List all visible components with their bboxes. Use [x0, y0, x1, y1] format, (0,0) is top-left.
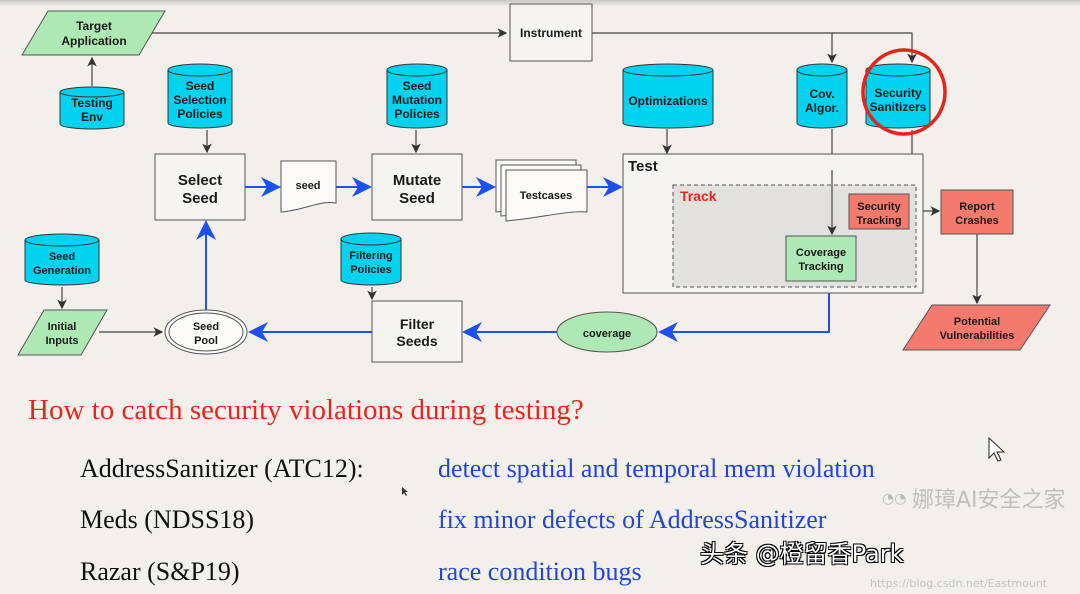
wechat-icon: ◔◔: [882, 491, 907, 507]
mouse-cursor-icon: [988, 436, 1006, 462]
svg-text:Sanitizers: Sanitizers: [870, 100, 927, 114]
highlight-circle: [861, 48, 947, 136]
tool-name: Razar (S&P19): [80, 557, 240, 586]
filtering-policies-cylinder: Filtering Policies: [340, 232, 402, 286]
svg-text:Security: Security: [874, 86, 922, 100]
svg-text:Test: Test: [628, 158, 658, 175]
svg-text:Policies: Policies: [394, 107, 440, 121]
seed-generation-cylinder: Seed Generation: [24, 233, 100, 286]
security-tracking-node: Security Tracking: [848, 193, 910, 230]
svg-text:Seeds: Seeds: [396, 333, 437, 349]
testing-env-cylinder: Testing Env: [59, 86, 125, 130]
svg-text:Seed: Seed: [403, 79, 432, 93]
svg-text:Initial: Initial: [48, 321, 77, 333]
svg-text:Select: Select: [178, 172, 222, 189]
svg-text:Algor.: Algor.: [805, 101, 839, 115]
tool-description: detect spatial and temporal mem violatio…: [438, 454, 875, 483]
coverage-node: coverage: [556, 311, 658, 353]
svg-text:Selection: Selection: [173, 93, 226, 107]
filter-seeds-node: Filter Seeds: [371, 300, 463, 363]
security-sanitizers-cylinder: Security Sanitizers: [865, 63, 931, 129]
black-connectors: [57, 28, 982, 337]
instrument-node: Instrument: [509, 3, 593, 62]
svg-text:Application: Application: [61, 34, 126, 48]
seed-mutation-policies-cylinder: Seed Mutation Policies: [386, 63, 448, 129]
potential-vulnerabilities-node: Potential Vulnerabilities: [902, 304, 1051, 351]
svg-text:Filtering: Filtering: [349, 250, 392, 262]
svg-text:Mutation: Mutation: [392, 93, 442, 107]
optimizations-cylinder: Optimizations: [622, 63, 714, 129]
svg-text:Inputs: Inputs: [46, 335, 79, 347]
svg-text:Pool: Pool: [194, 335, 218, 347]
svg-text:Cov.: Cov.: [809, 87, 834, 101]
url-watermark: https://blog.csdn.net/Eastmount: [870, 577, 1048, 590]
svg-text:Seed: Seed: [182, 190, 218, 207]
svg-text:Vulnerabilities: Vulnerabilities: [940, 330, 1015, 342]
seed-document-node: seed: [280, 160, 337, 213]
svg-text:Tracking: Tracking: [798, 261, 843, 273]
svg-text:Mutate: Mutate: [393, 172, 441, 189]
svg-text:Report: Report: [959, 201, 995, 213]
svg-text:Seed: Seed: [49, 251, 75, 263]
svg-text:Generation: Generation: [33, 265, 91, 277]
svg-text:Seed: Seed: [193, 321, 219, 333]
svg-text:Track: Track: [680, 188, 717, 204]
coverage-tracking-node: Coverage Tracking: [785, 235, 857, 282]
cov-algor-cylinder: Cov. Algor.: [796, 63, 848, 129]
small-cursor-icon: [402, 487, 408, 496]
tool-description: race condition bugs: [438, 557, 642, 586]
svg-text:Filter: Filter: [400, 316, 435, 332]
svg-text:Instrument: Instrument: [520, 26, 582, 40]
tool-description: fix minor defects of AddressSanitizer: [438, 505, 827, 534]
toutiao-watermark: 头条 @橙留香Park: [700, 540, 904, 568]
svg-text:seed: seed: [295, 180, 320, 192]
svg-text:Testing: Testing: [71, 96, 113, 110]
testcases-node: Testcases: [495, 159, 588, 222]
window-top-bar: [0, 0, 1080, 6]
report-crashes-node: Report Crashes: [940, 189, 1014, 235]
select-seed-node: Select Seed: [154, 153, 246, 221]
tool-name: Meds (NDSS18): [80, 505, 255, 534]
svg-text:Crashes: Crashes: [955, 215, 998, 227]
slide-question: How to catch security violations during …: [28, 394, 584, 426]
svg-text:Policies: Policies: [177, 107, 223, 121]
svg-text:Security: Security: [857, 201, 901, 213]
seed-selection-policies-cylinder: Seed Selection Policies: [167, 63, 233, 129]
svg-text:Optimizations: Optimizations: [628, 94, 708, 108]
svg-text:Seed: Seed: [399, 190, 435, 207]
svg-text:coverage: coverage: [583, 328, 631, 340]
seed-pool-node: Seed Pool: [164, 309, 248, 355]
tool-name: AddressSanitizer (ATC12):: [80, 454, 364, 483]
svg-text:Env: Env: [81, 110, 103, 124]
svg-text:Testcases: Testcases: [520, 190, 572, 202]
target-application-node: Target Application: [21, 10, 166, 56]
mutate-seed-node: Mutate Seed: [371, 153, 463, 221]
svg-text:Potential: Potential: [954, 316, 1000, 328]
wechat-watermark: 娜璋AI安全之家: [912, 488, 1066, 513]
svg-text:Tracking: Tracking: [856, 215, 901, 227]
svg-text:Target: Target: [76, 19, 112, 33]
svg-text:Policies: Policies: [350, 264, 392, 276]
initial-inputs-node: Initial Inputs: [17, 309, 108, 356]
svg-text:Seed: Seed: [186, 79, 215, 93]
svg-text:Coverage: Coverage: [796, 247, 846, 259]
